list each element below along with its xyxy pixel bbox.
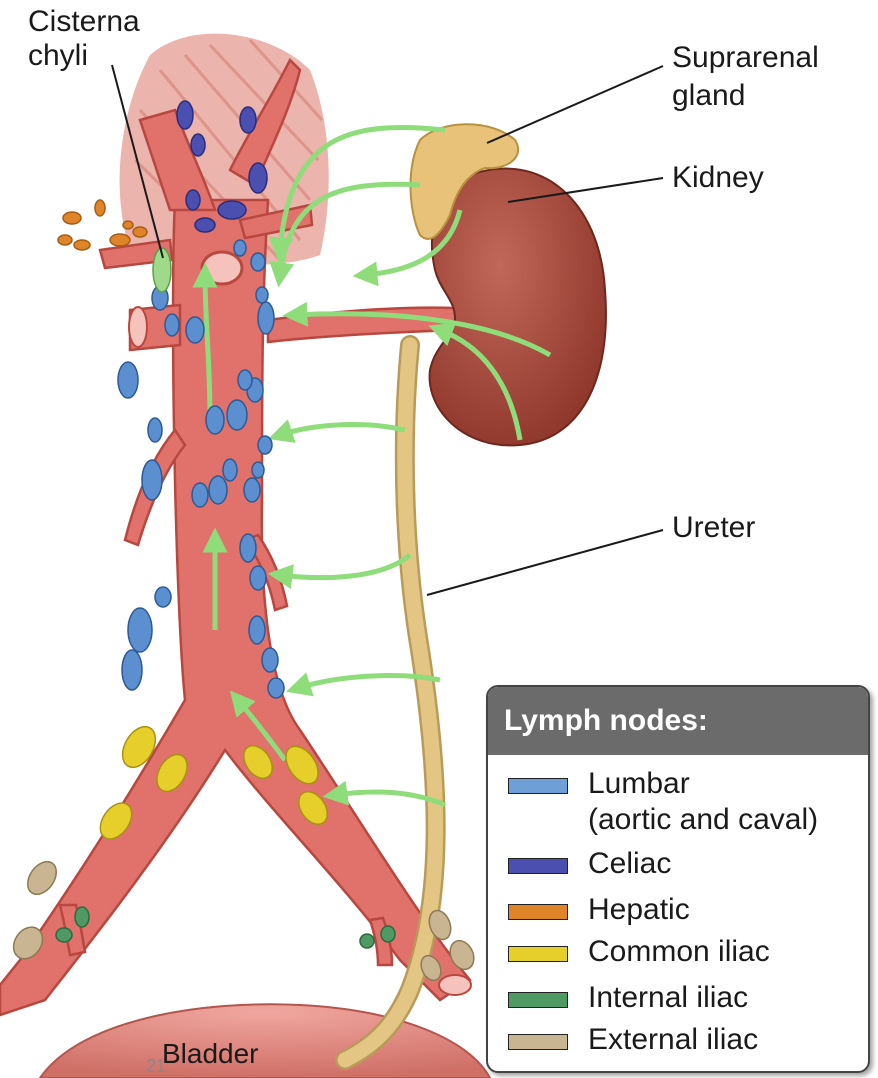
cisterna-chyli-label: Cisterna [28,5,140,38]
lymph-nodes-legend: Lymph nodes: Lumbar (aortic and caval) C… [486,685,870,1073]
label-leader-lines [111,64,664,596]
external-iliac-lymph-nodes [12,860,475,982]
legend-label-celiac: Celiac [588,847,672,880]
legend-swatch-external-iliac [508,1034,568,1050]
legend-swatch-internal-iliac [508,992,568,1008]
legend-sublabel-lumbar: (aortic and caval) [588,803,819,836]
legend-label-common-iliac: Common iliac [588,935,770,968]
legend-swatch-lumbar [508,778,568,794]
legend-swatch-common-iliac [508,946,568,962]
hepatic-lymph-nodes [57,199,148,251]
suprarenal-gland-label-line2: gland [672,79,746,112]
bladder-label: Bladder [162,1038,259,1069]
kidney [428,167,607,447]
lymph-flow-arrows [192,124,552,808]
common-iliac-lymph-nodes [99,725,329,840]
legend-swatch-celiac [508,858,568,874]
lumbar-lymph-nodes [117,239,285,699]
vessel-opening [438,974,472,996]
cisterna-chyli [152,247,172,293]
legend-label-lumbar: Lumbar [588,767,690,800]
legend-title: Lymph nodes: [488,687,868,755]
legend-label-external-iliac: External iliac [588,1023,759,1056]
celiac-lymph-nodes [176,100,268,233]
ureter-label: Ureter [672,511,756,544]
cisterna-chyli-label-line2: chyli [28,39,89,72]
suprarenal-gland-label: Suprarenal [672,41,819,74]
suprarenal-gland [409,123,520,240]
legend-swatch-hepatic [508,904,568,920]
kidney-label: Kidney [672,161,764,194]
vessel-opening [200,250,244,286]
internal-iliac-lymph-nodes [55,906,396,949]
vessel-opening [128,306,148,348]
bladder [38,1003,492,1078]
legend-label-hepatic: Hepatic [588,893,690,926]
page-number: 21 [146,1056,167,1076]
legend-label-internal-iliac: Internal iliac [588,981,749,1014]
